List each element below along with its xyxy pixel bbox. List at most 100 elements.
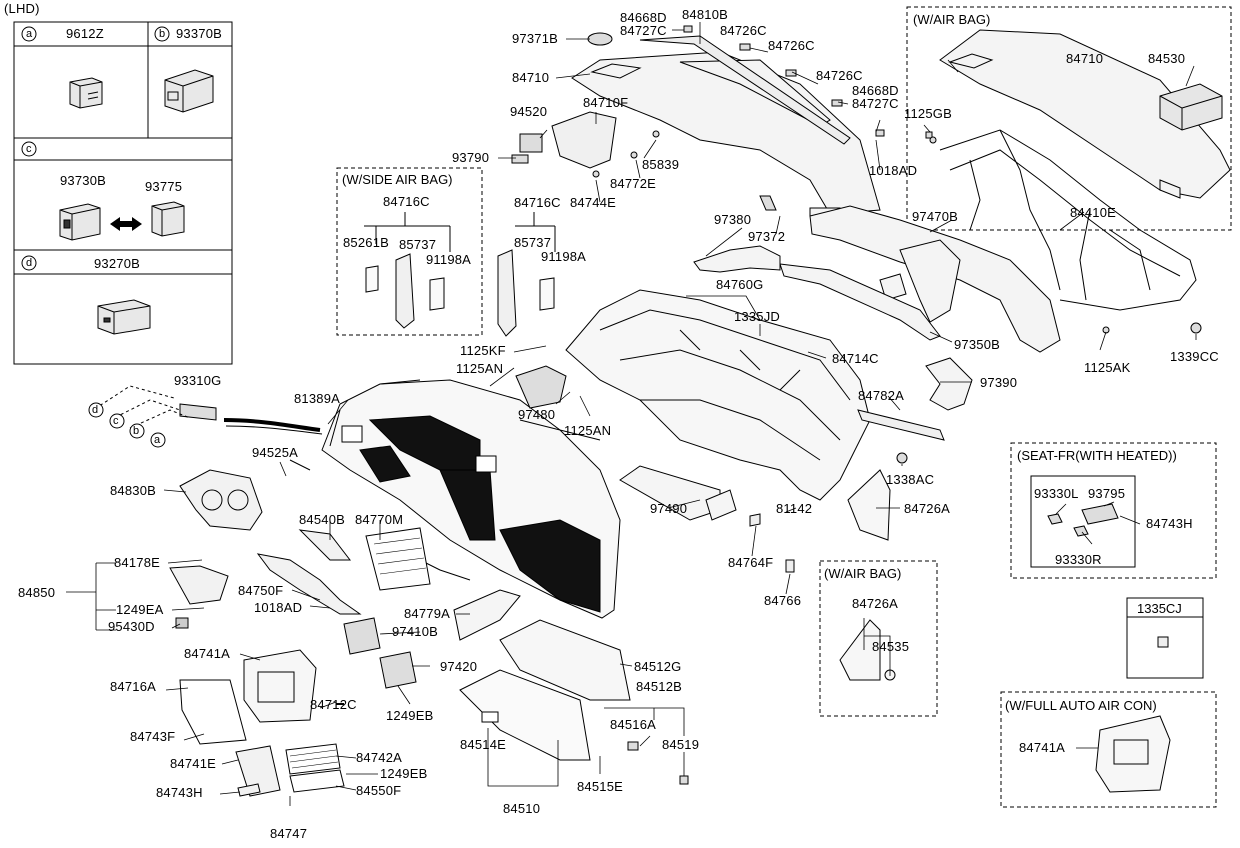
clip-1335cj-icon (1157, 636, 1169, 648)
label-93310g: 93310G (174, 373, 222, 388)
label-84710f: 84710F (583, 95, 629, 110)
callout-circles (88, 402, 166, 448)
side-trim-97490-icon (619, 465, 737, 521)
label-1125ak: 1125AK (1084, 360, 1131, 375)
cowl-cross-bar-icon (939, 129, 1197, 311)
label-1338ac: 1338AC (886, 472, 935, 487)
main-duct-icon (809, 205, 1061, 353)
cover-84779a-icon (453, 589, 521, 641)
fascia-84741e-icon (235, 745, 281, 797)
duct-97390-icon (925, 357, 973, 411)
label-84535: 84535 (872, 639, 910, 654)
label-97490: 97490 (650, 501, 688, 516)
trim-84540b-icon (256, 529, 362, 615)
vent-97410b-icon (343, 617, 381, 655)
callout-b: b (133, 425, 140, 437)
label-97470b: 97470B (912, 209, 959, 224)
vent-97480-icon (515, 365, 567, 409)
glove-box-icon (459, 669, 591, 761)
seat-inner-box (1030, 475, 1136, 568)
label-84782a: 84782A (858, 388, 905, 403)
label-84741a: 84741A (184, 646, 231, 661)
label-84716a: 84716A (110, 679, 157, 694)
label-85839: 85839 (642, 157, 680, 172)
duct-97380-icon (693, 245, 781, 273)
leader-lines (66, 22, 1197, 806)
table-code-d: d (26, 257, 33, 269)
label-85737: 85737 (514, 235, 552, 250)
lower-trim-84850-icon (169, 565, 229, 605)
part-93775: 93775 (145, 179, 183, 194)
center-fascia-84741a-icon (243, 649, 317, 723)
clip-icons (511, 25, 933, 178)
label-84741a-auto: 84741A (1019, 740, 1066, 755)
side-airbag-trim-icon (395, 249, 517, 337)
label-84550f: 84550F (356, 783, 402, 798)
grille-97372-icon (759, 195, 777, 211)
label-84830b: 84830B (110, 483, 157, 498)
label-84515e: 84515E (577, 779, 624, 794)
label-91198a-side: 91198A (426, 252, 472, 267)
dashed-callout-lines (89, 385, 191, 429)
label-85737-side: 85737 (399, 237, 437, 252)
label-84744e: 84744E (570, 195, 617, 210)
label-84760g: 84760G (716, 277, 764, 292)
box-title-air-bag-top: (W/AIR BAG) (913, 12, 991, 27)
grommet-icon (1190, 322, 1202, 334)
airbag-module-icon (1159, 83, 1223, 131)
side-airbag-pads-icon (365, 265, 555, 311)
label-97371b: 97371B (512, 31, 559, 46)
label-97390: 97390 (980, 375, 1018, 390)
switch-93270b-icon (97, 299, 151, 335)
label-84779a: 84779A (404, 606, 451, 621)
label-1018ad-top: 1018AD (869, 163, 918, 178)
option-boxes (336, 6, 1232, 808)
label-84770m: 84770M (355, 512, 404, 527)
dashboard-black-panels (359, 415, 601, 613)
label-84668d-top: 84668D (620, 10, 667, 25)
label-84747: 84747 (270, 826, 308, 841)
bidirectional-arrow-icon (110, 217, 142, 231)
label-81389a: 81389A (294, 391, 341, 406)
label-84410e: 84410E (1070, 205, 1117, 220)
label-97480: 97480 (518, 407, 556, 422)
grille-84770m-icon (365, 527, 431, 591)
label-1018ad: 1018AD (254, 600, 303, 615)
crash-pad-frame-icon (565, 289, 871, 501)
callout-a: a (154, 434, 161, 446)
label-84540b: 84540B (299, 512, 346, 527)
label-84727c-top: 84727C (620, 23, 667, 38)
label-1125an-b: 1125AN (564, 423, 612, 438)
label-97350b: 97350B (954, 337, 1001, 352)
part-93730b: 93730B (60, 173, 107, 188)
label-91198a: 91198A (541, 249, 587, 264)
connector-95430d-icon (175, 617, 189, 629)
label-84530: 84530 (1148, 51, 1186, 66)
label-1125kf: 1125KF (460, 343, 506, 358)
callout-c: c (113, 415, 119, 427)
label-1339cc: 1339CC (1170, 349, 1219, 364)
label-84750f: 84750F (238, 583, 284, 598)
control-84742a-icon (285, 743, 345, 793)
label-1249eb-b: 1249EB (380, 766, 428, 781)
part-93370b: 93370B (176, 26, 223, 41)
label-1249eb-a: 1249EB (386, 708, 434, 723)
label-93790: 93790 (452, 150, 490, 165)
label-84512g: 84512G (634, 659, 682, 674)
label-84741e: 84741E (170, 756, 217, 771)
label-84668d: 84668D (852, 83, 899, 98)
pad-84514e-icon (481, 711, 499, 723)
vent-97420-icon (379, 651, 417, 689)
dash-vents-icon (341, 425, 497, 473)
label-1125an-a: 1125AN (456, 361, 504, 376)
label-97410b: 97410B (392, 624, 439, 639)
switch-9612z-icon (69, 77, 103, 109)
label-84716c: 84716C (514, 195, 561, 210)
defrost-nozzle-icon (639, 35, 851, 145)
label-84519: 84519 (662, 737, 700, 752)
pad-84726a-bag-icon (839, 619, 896, 681)
label-84772e: 84772E (610, 176, 657, 191)
center-cover-icon (551, 111, 617, 169)
table-code-a: a (26, 28, 33, 40)
